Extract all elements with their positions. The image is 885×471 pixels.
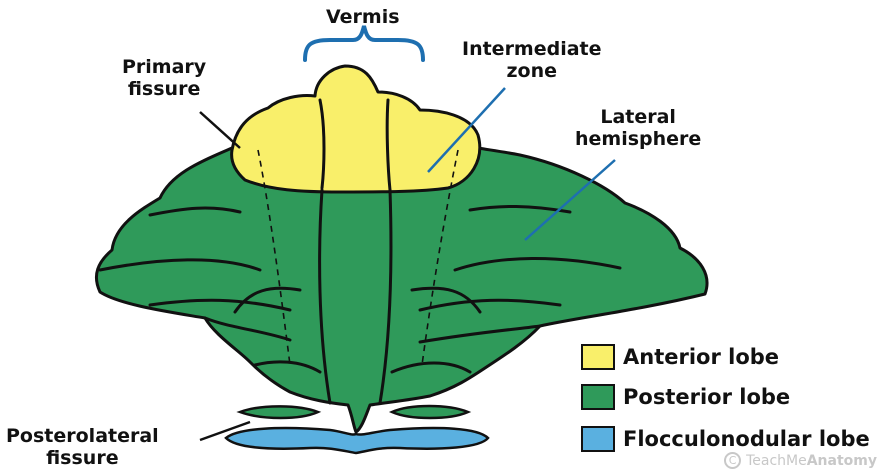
anterior-lobe-shape: [232, 66, 480, 192]
intermediate-zone-label: Intermediate zone: [462, 38, 602, 82]
vermis-brace: [305, 26, 423, 60]
legend-item-posterior: Posterior lobe: [581, 382, 790, 412]
primary-fissure-label: Primary fissure: [122, 56, 206, 100]
legend-swatch-anterior: [581, 344, 615, 370]
legend-item-anterior: Anterior lobe: [581, 342, 779, 372]
legend-label-anterior: Anterior lobe: [623, 345, 779, 369]
watermark: C TeachMe Anatomy: [724, 452, 877, 469]
watermark-text-light: TeachMe: [746, 453, 807, 469]
lower-left-lobule: [240, 406, 318, 418]
legend-label-flocculonodular: Flocculonodular lobe: [623, 427, 870, 451]
vermis-label: Vermis: [326, 6, 400, 28]
legend-label-posterior: Posterior lobe: [623, 385, 790, 409]
primary-fissure-leader: [200, 112, 240, 148]
copyright-icon: C: [724, 452, 741, 469]
watermark-text-bold: Anatomy: [807, 453, 877, 469]
lateral-hemisphere-label: Lateral hemisphere: [575, 106, 701, 150]
lower-right-lobule: [392, 406, 468, 418]
legend-item-flocculonodular: Flocculonodular lobe: [581, 424, 870, 454]
legend-swatch-flocculonodular: [581, 426, 615, 452]
posterolateral-fissure-label: Posterolateral fissure: [6, 425, 159, 469]
legend-swatch-posterior: [581, 384, 615, 410]
